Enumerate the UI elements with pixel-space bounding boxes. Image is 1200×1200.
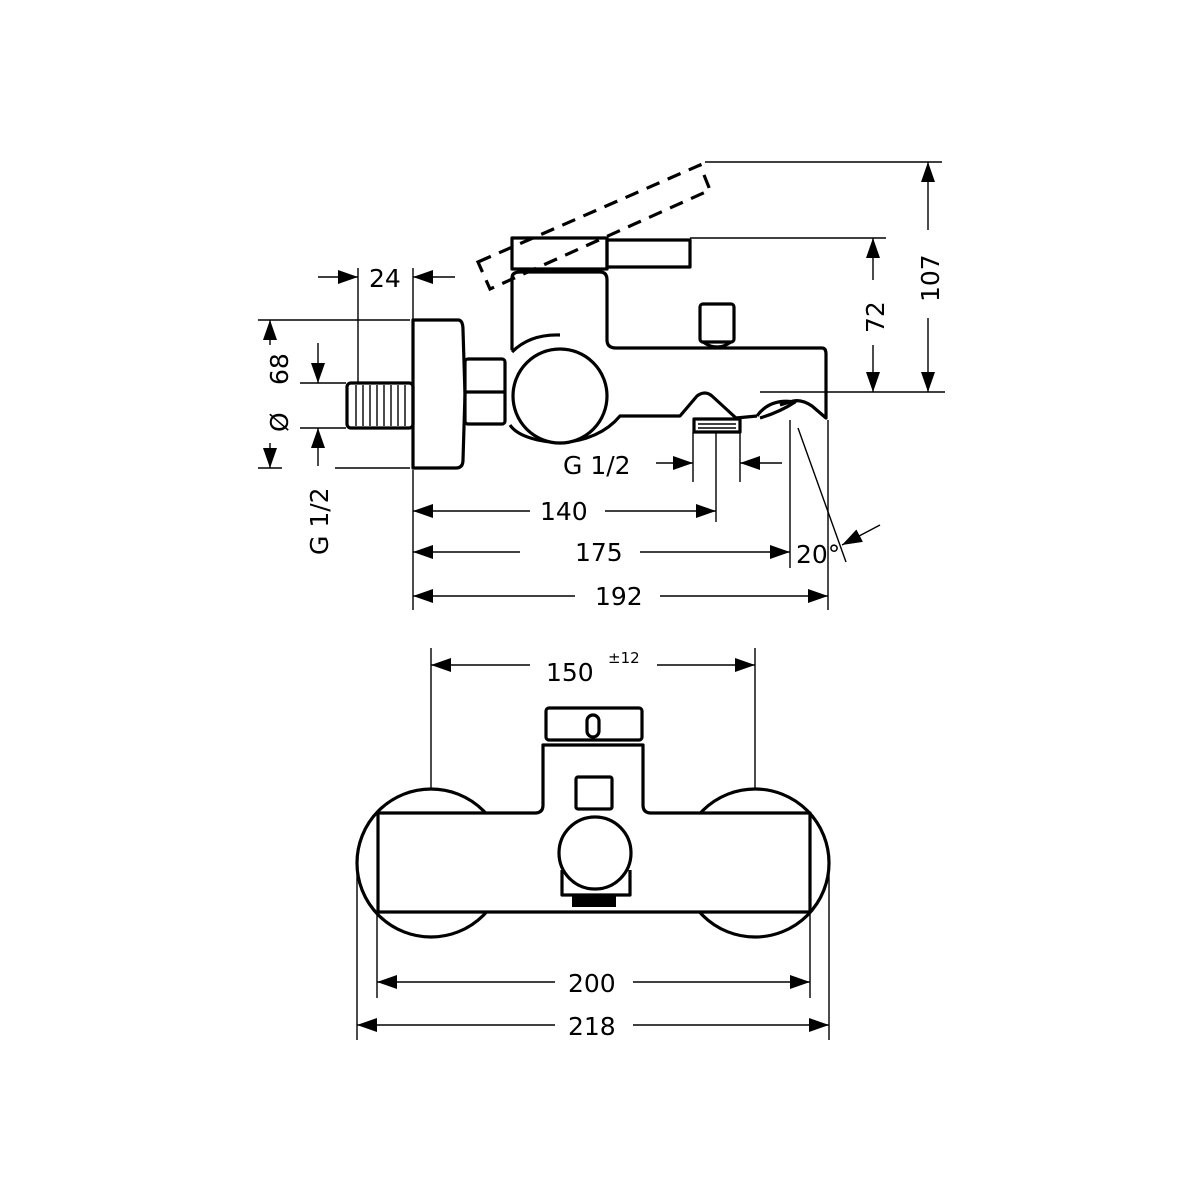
mixer-cartridge-circle <box>511 347 609 445</box>
dim-total-depth: 192 <box>595 582 643 611</box>
dim-diameter-symbol: Ø <box>265 412 294 432</box>
front-view: 150 ±12 200 218 <box>355 648 831 1041</box>
outlet-circle <box>557 815 633 891</box>
dim-outlet-distance: 140 <box>540 497 588 526</box>
cartridge-arc <box>510 333 561 354</box>
dim-spout-reach: 175 <box>575 538 623 567</box>
dim-centers-tolerance: ±12 <box>608 649 640 667</box>
lever-handle <box>605 238 692 269</box>
dim-outlet-thread: G 1/2 <box>563 451 631 480</box>
dim-total-width: 218 <box>568 1012 616 1041</box>
dim-lever-height: 72 <box>861 301 890 333</box>
outlet-thread-lines <box>698 423 736 429</box>
lever-open-position-outline <box>475 162 713 292</box>
wall-rosette <box>411 318 467 470</box>
outlet-body <box>560 870 632 897</box>
dim-body-width: 200 <box>568 969 616 998</box>
diverter-button-base <box>702 340 732 349</box>
spout-tip <box>755 399 797 420</box>
dim-centers: 150 <box>546 658 594 687</box>
mixer-body <box>508 270 828 445</box>
outlet-thread <box>692 417 742 434</box>
diverter-cap <box>574 775 614 811</box>
lever-knob <box>544 706 644 742</box>
lever-slot <box>585 713 601 739</box>
outlet-thread-front <box>572 896 616 907</box>
dim-rosette-diameter: 68 <box>265 353 294 385</box>
inlet-thread <box>345 381 415 430</box>
dim-wall-offset: 24 <box>369 264 401 293</box>
diverter-button <box>698 302 736 344</box>
inlet-thread-lines <box>355 385 406 426</box>
dim-spout-angle: 20° <box>796 540 840 569</box>
dim-inlet-thread: G 1/2 <box>305 487 334 555</box>
dim-lever-open-height: 107 <box>916 254 945 302</box>
side-view: 24 Ø 68 G 1/2 G 1/2 140 175 192 <box>258 161 945 611</box>
